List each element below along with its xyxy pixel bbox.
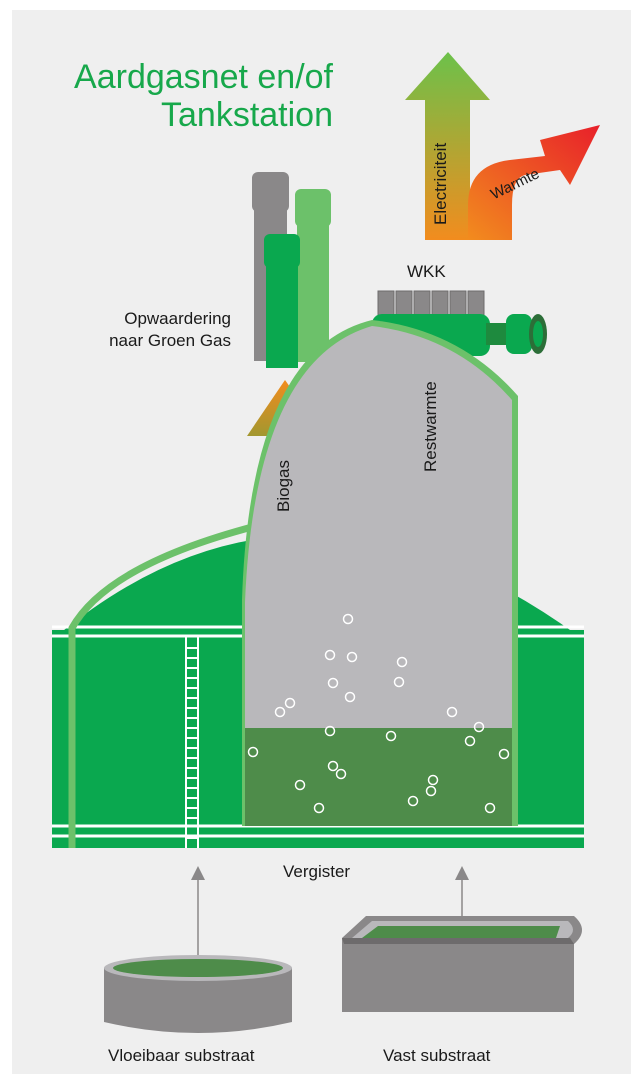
- ladder: [185, 637, 199, 848]
- electricity-arrow: [405, 52, 490, 240]
- solid-substrate-label: Vast substraat: [383, 1046, 491, 1065]
- biogas-label: Biogas: [274, 460, 293, 512]
- digester: [52, 320, 584, 848]
- heat-arrow: [468, 125, 600, 240]
- upgrading-unit: [252, 172, 331, 368]
- title-line-1: Aardgasnet en/of: [74, 58, 333, 96]
- liquid-substrate-label: Vloeibaar substraat: [108, 1046, 255, 1065]
- gas-bubbles: [247, 613, 510, 814]
- electricity-label: Electriciteit: [431, 142, 450, 225]
- upgrading-label-line-1: Opwaardering: [124, 309, 231, 328]
- page-title: Aardgasnet en/of Tankstation: [74, 58, 333, 134]
- solid-substrate-bunker: [342, 916, 582, 1012]
- wkk-label: WKK: [407, 262, 446, 281]
- feed-line-solid: [455, 866, 469, 916]
- digester-label: Vergister: [283, 862, 351, 881]
- title-line-2: Tankstation: [161, 96, 333, 134]
- upgrading-label-line-2: naar Groen Gas: [109, 331, 231, 350]
- residual-heat-label: Restwarmte: [421, 381, 440, 472]
- liquid-substrate-tank: [104, 955, 292, 1033]
- feed-line-liquid: [191, 866, 205, 968]
- upgrading-label: Opwaardering naar Groen Gas: [109, 308, 231, 352]
